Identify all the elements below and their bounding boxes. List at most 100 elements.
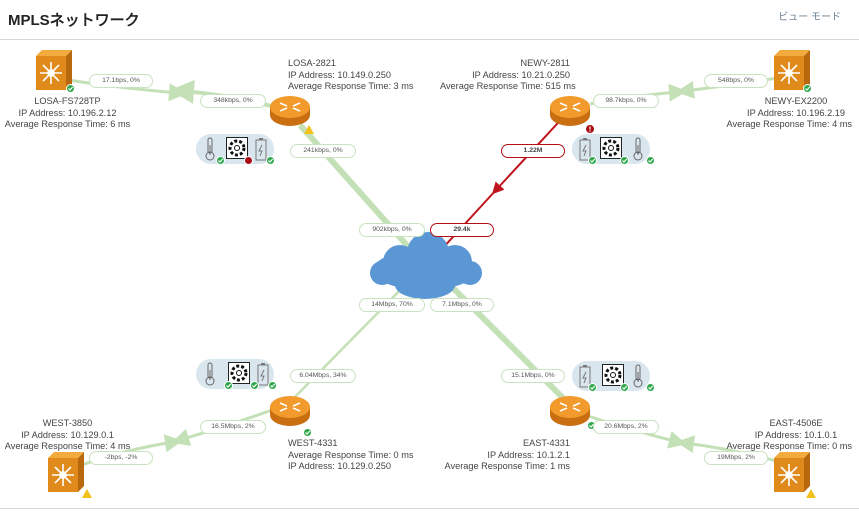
fan-icon bbox=[226, 137, 248, 159]
device-ip: IP Address: 10.1.2.1 bbox=[487, 449, 570, 460]
switch-icon bbox=[48, 452, 84, 492]
link-label-east-switch-in[interactable]: 19Mbps, 2% bbox=[704, 451, 768, 465]
device-response-time: Average Response Time: 4 ms bbox=[4, 441, 131, 451]
router-icon bbox=[270, 96, 310, 126]
view-mode-link[interactable]: ビュー モード bbox=[778, 12, 841, 23]
device-name: NEWY-EX2200 bbox=[764, 96, 828, 106]
device-label-losa-2821: LOSA-2821 IP Address: 10.149.0.250 Avera… bbox=[288, 58, 413, 93]
sensor-panel-west[interactable] bbox=[196, 359, 277, 390]
device-name: LOSA-FS728TP bbox=[34, 96, 101, 106]
link-label-losa-router-in[interactable]: 348kbps, 0% bbox=[200, 94, 266, 108]
link-label-newy-cloud[interactable]: 29.4k bbox=[430, 223, 494, 237]
status-ok-icon bbox=[224, 381, 233, 390]
device-response-time: Average Response Time: 3 ms bbox=[288, 81, 414, 91]
router-icon bbox=[550, 396, 590, 426]
device-label-losa-fs728tp: LOSA-FS728TP IP Address: 10.196.2.12 Ave… bbox=[0, 96, 135, 131]
link-label-newy-router-down[interactable]: 1.22M bbox=[501, 144, 565, 158]
device-label-newy-2811: NEWY-2811 IP Address: 10.21.0.250 Averag… bbox=[440, 58, 576, 93]
link-label-west-router-out[interactable]: 16.5Mbps, 2% bbox=[200, 420, 266, 434]
status-ok-icon bbox=[266, 156, 275, 165]
status-critical-icon bbox=[585, 124, 595, 134]
thermometer-icon bbox=[205, 137, 215, 161]
fan-icon bbox=[602, 364, 624, 386]
link-label-losa-cloud[interactable]: 902kbps, 0% bbox=[359, 223, 425, 237]
page-header: MPLSネットワーク ビュー モード bbox=[0, 0, 859, 40]
router-newy-2811[interactable] bbox=[548, 95, 595, 134]
status-ok-icon bbox=[250, 381, 259, 390]
switch-icon bbox=[774, 452, 810, 492]
status-ok-icon bbox=[803, 84, 812, 93]
link-label-east-cloud[interactable]: 7.1Mbps, 0% bbox=[430, 298, 494, 312]
status-ok-icon bbox=[588, 383, 597, 392]
warning-icon bbox=[82, 489, 92, 498]
thermometer-icon bbox=[205, 362, 215, 386]
switch-west-3850[interactable] bbox=[44, 452, 92, 500]
warning-icon bbox=[806, 489, 816, 498]
device-label-west-4331: WEST-4331 Average Response Time: 0 ms IP… bbox=[288, 438, 413, 473]
device-ip: IP Address: 10.196.2.19 bbox=[747, 107, 845, 118]
link-label-west-switch-in[interactable]: -2bps, -2% bbox=[89, 451, 153, 465]
status-ok-icon bbox=[588, 156, 597, 165]
sensor-panel-east[interactable] bbox=[572, 361, 655, 392]
device-name: WEST-3850 bbox=[42, 418, 93, 428]
router-losa-2821[interactable] bbox=[268, 95, 314, 134]
status-ok-icon bbox=[66, 84, 75, 93]
router-west-4331[interactable] bbox=[268, 395, 312, 437]
device-response-time: Average Response Time: 6 ms bbox=[4, 119, 131, 129]
device-response-time: Average Response Time: 4 ms bbox=[726, 119, 852, 129]
device-label-east-4331: EAST-4331 IP Address: 10.1.2.1 Average R… bbox=[440, 438, 570, 473]
device-response-time: Average Response Time: 0 ms bbox=[726, 441, 852, 451]
device-name: NEWY-2811 bbox=[520, 58, 570, 68]
device-ip: IP Address: 10.196.2.12 bbox=[18, 107, 117, 118]
switch-icon bbox=[36, 50, 72, 90]
device-name: WEST-4331 bbox=[288, 438, 338, 448]
router-icon bbox=[550, 96, 590, 126]
footer-divider bbox=[0, 508, 859, 509]
status-ok-icon bbox=[646, 383, 655, 392]
sensor-panel-losa[interactable] bbox=[196, 134, 275, 165]
link-label-losa-switch-out[interactable]: 17.1bps, 0% bbox=[89, 74, 153, 88]
device-ip: IP Address: 10.1.0.1 bbox=[754, 429, 838, 440]
link-label-newy-router-out[interactable]: 98.7kbps, 0% bbox=[593, 94, 659, 108]
device-label-east-4506e: EAST-4506E IP Address: 10.1.0.1 Average … bbox=[700, 418, 852, 453]
link-label-east-router-out[interactable]: 20.6Mbps, 2% bbox=[593, 420, 659, 434]
device-response-time: Average Response Time: 1 ms bbox=[444, 461, 570, 471]
thermometer-icon bbox=[633, 137, 643, 161]
switch-newy-ex2200[interactable] bbox=[770, 50, 812, 93]
battery-icon bbox=[255, 138, 267, 161]
page-title: MPLSネットワーク bbox=[8, 12, 140, 29]
link-label-west-cloud[interactable]: 14Mbps, 70% bbox=[359, 298, 425, 312]
link-label-west-router-up[interactable]: 6.04Mbps, 34% bbox=[290, 369, 356, 383]
switch-east-4506e[interactable] bbox=[770, 452, 816, 500]
status-ok-icon bbox=[620, 383, 629, 392]
device-label-west-3850: WEST-3850 IP Address: 10.129.0.1 Average… bbox=[0, 418, 135, 453]
switch-losa-fs728tp[interactable] bbox=[32, 50, 75, 93]
device-response-time: Average Response Time: 515 ms bbox=[440, 81, 576, 91]
status-ok-icon bbox=[303, 428, 312, 437]
status-ok-icon bbox=[620, 156, 629, 165]
switch-icon bbox=[774, 50, 810, 90]
link-label-losa-router-down[interactable]: 241kbps, 0% bbox=[290, 144, 356, 158]
device-ip: IP Address: 10.129.0.1 bbox=[21, 429, 114, 440]
device-ip: IP Address: 10.129.0.250 bbox=[288, 461, 392, 471]
status-ok-icon bbox=[646, 156, 655, 165]
link-newy-cloud[interactable] bbox=[429, 111, 569, 263]
link-label-east-router-up[interactable]: 15.1Mbps, 0% bbox=[501, 369, 565, 383]
device-name: LOSA-2821 bbox=[288, 58, 337, 68]
status-ok-icon bbox=[268, 381, 277, 390]
device-name: EAST-4331 bbox=[523, 438, 570, 448]
battery-icon bbox=[579, 138, 591, 161]
battery-icon bbox=[257, 363, 269, 386]
status-critical-icon bbox=[244, 156, 253, 165]
device-response-time: Average Response Time: 0 ms bbox=[288, 449, 414, 460]
device-ip: IP Address: 10.21.0.250 bbox=[472, 69, 570, 80]
sensor-panel-newy[interactable] bbox=[572, 134, 655, 165]
mpls-cloud-icon[interactable] bbox=[370, 232, 482, 299]
fan-icon bbox=[600, 137, 622, 159]
battery-icon bbox=[579, 365, 591, 388]
warning-icon bbox=[304, 125, 314, 134]
link-label-newy-switch-in[interactable]: 548bps, 0% bbox=[704, 74, 768, 88]
router-east-4331[interactable] bbox=[548, 395, 596, 437]
status-ok-icon bbox=[216, 156, 225, 165]
device-name: EAST-4506E bbox=[769, 418, 823, 428]
